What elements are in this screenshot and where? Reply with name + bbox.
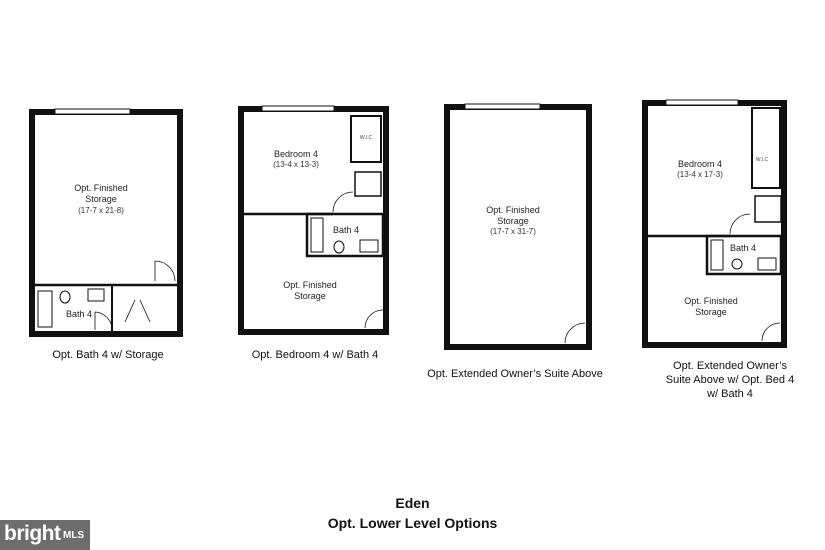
plan1-toilet: [59, 290, 71, 304]
plan-extended-suite-bed4: [642, 99, 787, 348]
logo-mls-text: MLS: [63, 530, 85, 541]
plan3-window: [464, 103, 541, 110]
plan4-door-swing-2: [761, 322, 781, 342]
plan2-bath-label: Bath 4: [333, 225, 359, 235]
plan4-caption-line-1: Opt. Extended Owner’s: [673, 360, 787, 372]
plan4-caption: Opt. Extended Owner’s Suite Above w/ Opt…: [650, 359, 810, 401]
plan1-window: [54, 108, 131, 115]
plan-bedroom4-bath4: [238, 105, 389, 335]
plan1-vanity: [87, 288, 105, 302]
plan1-tub: [37, 290, 53, 328]
plan4-tub: [710, 239, 724, 271]
page-subtitle: Opt. Lower Level Options: [327, 515, 498, 531]
plan4-storage-label: Opt. Finished: [684, 296, 738, 306]
plan1-bath-door: [94, 311, 113, 330]
plan2-caption: Opt. Bedroom 4 w/ Bath 4: [251, 349, 379, 361]
plan4-wic-label: W.I.C: [756, 157, 769, 163]
plan2-storage-label: Opt. Finished: [283, 280, 337, 290]
plan1-door-swing: [154, 260, 176, 282]
plan1-caption: Opt. Bath 4 w/ Storage: [52, 349, 164, 361]
plan3-storage-label-2: Storage: [497, 216, 529, 226]
plan4-window: [665, 99, 739, 106]
plan4-toilet: [731, 258, 743, 270]
plan4-caption-line-3: w/ Bath 4: [707, 388, 753, 400]
plan4-vanity: [757, 257, 777, 271]
plan2-wic: [350, 115, 382, 163]
plan2-door-swing-2: [364, 309, 384, 329]
plan2-vanity: [359, 239, 379, 253]
plan4-wic: [751, 107, 781, 189]
plan4-bedroom-label: Bedroom 4: [678, 159, 722, 169]
plan2-stair: [354, 171, 382, 197]
plan1-storage-dims: (17-7 x 21-8): [78, 206, 124, 215]
plan1-storage-label: Opt. Finished: [74, 183, 128, 193]
plan3-storage-dims: (17-7 x 31-7): [490, 227, 536, 236]
plan3-storage-label: Opt. Finished: [486, 205, 540, 215]
plan4-stair: [754, 195, 782, 223]
plan2-bath: [305, 212, 385, 258]
plan4-door-swing-1: [729, 213, 751, 235]
plan4-caption-line-2: Suite Above w/ Opt. Bed 4: [665, 374, 795, 386]
plan2-window: [261, 105, 335, 112]
plan4-bedroom-dims: (13-4 x 17-3): [677, 170, 723, 179]
plan2-bedroom-label: Bedroom 4: [274, 149, 318, 159]
brightmls-logo: bright MLS: [0, 520, 90, 550]
plan3-door-swing: [564, 322, 586, 344]
plan3-caption: Opt. Extended Owner’s Suite Above: [427, 368, 603, 380]
plan1-exterior-wall: [29, 109, 183, 337]
plan2-tub: [310, 217, 324, 253]
plan1-closet-doors: [124, 299, 151, 323]
logo-brand-text: bright: [4, 522, 61, 545]
plan-bath4-storage: [29, 108, 183, 337]
plan4-bath: [705, 234, 783, 276]
plan1-bath-label: Bath 4: [66, 309, 92, 319]
plan2-wic-label: W.I.C: [360, 135, 373, 141]
plan2-toilet: [333, 240, 345, 254]
plan1-storage-label-2: Storage: [85, 194, 117, 204]
plan4-bath-label: Bath 4: [730, 243, 756, 253]
plan2-bedroom-dims: (13-4 x 13-3): [273, 160, 319, 169]
plan-extended-suite: [444, 103, 592, 350]
plan4-storage-label-2: Storage: [695, 307, 727, 317]
plan2-door-swing-1: [332, 191, 354, 213]
page-title: Eden: [395, 495, 430, 511]
plan2-storage-label-2: Storage: [294, 291, 326, 301]
